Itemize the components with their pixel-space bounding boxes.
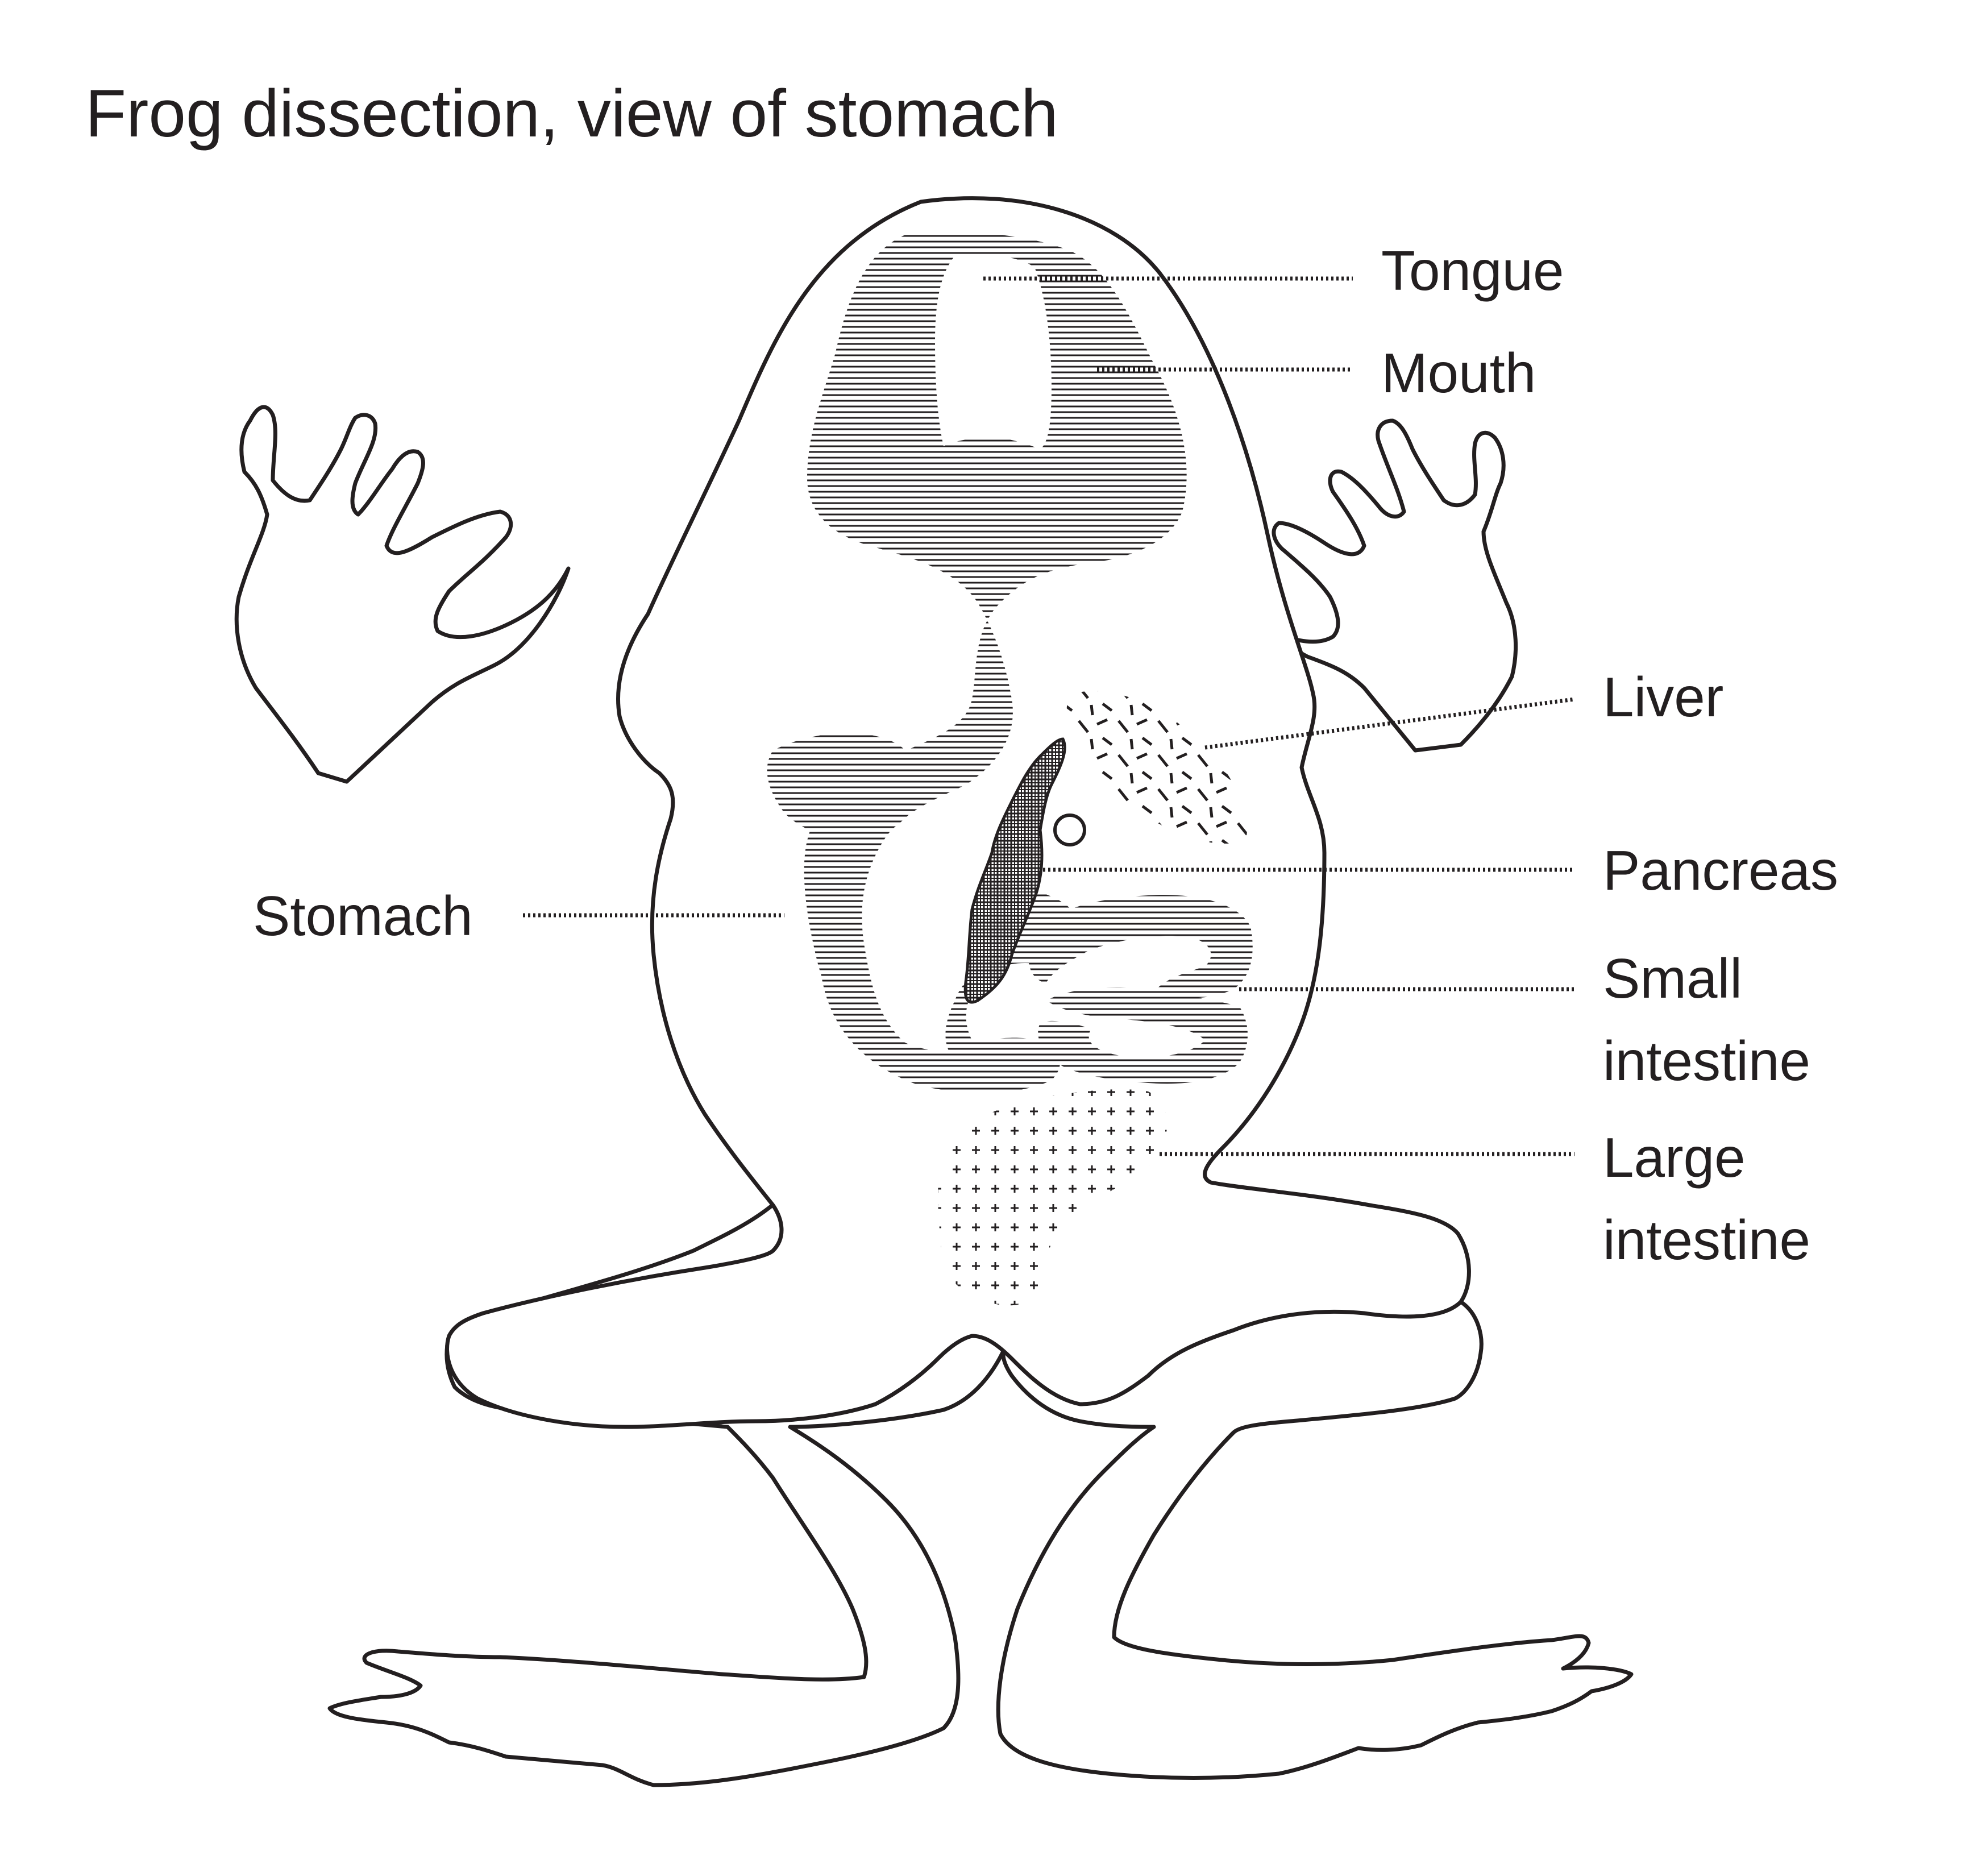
organs bbox=[767, 232, 1253, 1306]
liver-leader-line bbox=[1204, 697, 1575, 750]
stomach-label: Stomach bbox=[253, 885, 473, 947]
left-hand-outline bbox=[234, 405, 571, 784]
main-body-outline bbox=[445, 196, 1471, 1429]
right-hand-outline bbox=[1225, 418, 1518, 753]
large-intestine-label-line1: Large bbox=[1603, 1126, 1746, 1189]
gallbladder-circle bbox=[1053, 814, 1086, 846]
tongue-label: Tongue bbox=[1381, 239, 1564, 302]
pancreas-label: Pancreas bbox=[1603, 839, 1838, 902]
labels: Tongue Mouth Liver Pancreas Small intest… bbox=[253, 239, 1838, 1271]
liver-region bbox=[1066, 691, 1247, 844]
small-intestine-region bbox=[1028, 895, 1253, 1084]
mouth-label: Mouth bbox=[1381, 342, 1536, 404]
stomach-region bbox=[767, 733, 1082, 1093]
small-intestine-label-line1: Small bbox=[1603, 947, 1742, 1010]
pancreas-region bbox=[963, 737, 1066, 1004]
small-intestine-label-line2: intestine bbox=[1603, 1030, 1810, 1092]
large-intestine-label-line2: intestine bbox=[1603, 1209, 1810, 1271]
frog-body-outline bbox=[234, 196, 1634, 1787]
large-intestine-region bbox=[938, 1089, 1168, 1306]
leader-lines bbox=[523, 276, 1575, 1156]
diagram-title: Frog dissection, view of stomach bbox=[85, 76, 1058, 151]
liver-label: Liver bbox=[1603, 666, 1723, 728]
tongue-region bbox=[935, 255, 1052, 449]
mouth-region bbox=[804, 232, 1187, 1089]
